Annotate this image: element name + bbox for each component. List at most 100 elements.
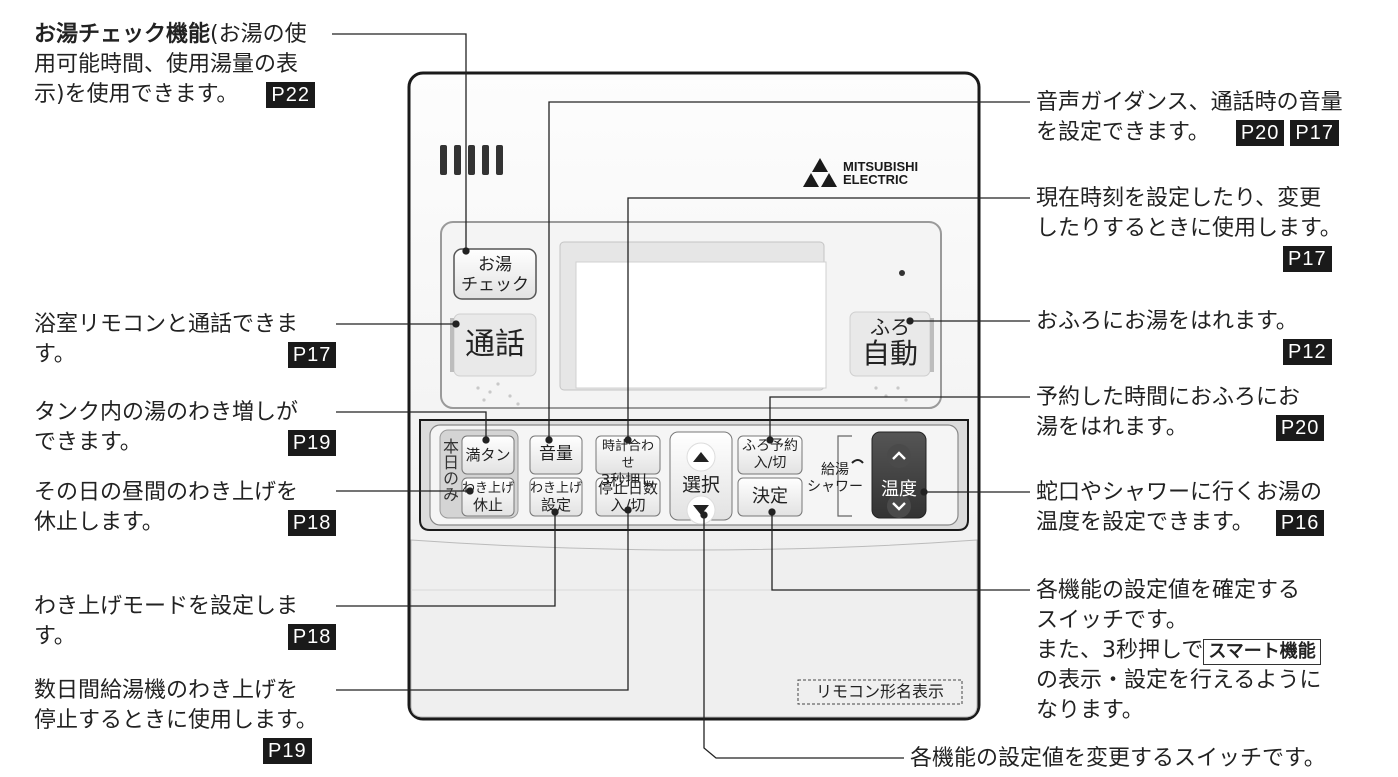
yoyaku-label[interactable]: ふろ予約 入/切	[738, 438, 802, 472]
smart-function-label: スマート機能	[1203, 639, 1321, 665]
wakiage-kyushi-label[interactable]: わき上げ 休止	[462, 480, 514, 514]
down-arrow-icon[interactable]	[693, 505, 709, 515]
teishi-label[interactable]: 停止日数 入/切	[596, 480, 660, 514]
annotation-kyushi-l2: 休止します。	[34, 510, 164, 535]
annotation-wakiage-mode-l2: す。	[34, 624, 76, 649]
brand-line2: ELECTRIC	[843, 172, 908, 187]
speaker-grille	[440, 145, 503, 175]
annotation-sentaku: 各機能の設定値を変更するスイッチです。	[910, 744, 1326, 774]
furo-jido-label[interactable]: ふろ 自動	[850, 316, 930, 370]
model-label-box	[797, 679, 963, 705]
page-ref-badge[interactable]: P17	[1290, 120, 1339, 146]
kettei-button-shape[interactable]	[737, 477, 803, 517]
temp-up-icon[interactable]	[892, 451, 906, 460]
onryo-button-shape[interactable]	[529, 435, 583, 475]
page-ref-badge[interactable]: P20	[1235, 120, 1285, 146]
tokei-label[interactable]: 時計合わせ 3秒押し	[596, 438, 660, 489]
annotation-oyu-check-l1: (お湯の使	[210, 22, 307, 47]
page-ref-badge[interactable]: P19	[263, 738, 312, 764]
annotation-kyushi-l1: その日の昼間のわき上げを	[34, 480, 299, 505]
wakiage-settei-line1: わき上げ	[530, 481, 583, 496]
kettei-label[interactable]: 決定	[752, 486, 788, 507]
annotation-furo-l1: おふろにお湯をはれます。	[1036, 309, 1298, 334]
mantan-button-shape[interactable]	[461, 435, 515, 475]
wakiage-settei-line2: 設定	[540, 496, 571, 514]
onryo-label[interactable]: 音量	[539, 444, 573, 464]
annotation-tsuwa: 浴室リモコンと通話できま す。 P17	[34, 310, 337, 370]
page-ref-badge[interactable]: P17	[1283, 246, 1332, 272]
tokei-line1: 時計合わせ	[601, 439, 654, 471]
teishi-line1: 停止日数	[597, 479, 658, 497]
honjitsu-nomi-label: 本日のみ	[440, 438, 459, 502]
page-ref-badge[interactable]: P19	[287, 430, 337, 456]
oyu-check-label-line2: チェック	[461, 275, 529, 295]
annotation-tsuwa-l1: 浴室リモコンと通話できま	[34, 312, 299, 337]
kyuto-bracket	[837, 435, 852, 517]
annotation-wakiage-mode-l1: わき上げモードを設定しま	[34, 594, 299, 619]
annotation-kettei-l2: スイッチです。	[1036, 608, 1188, 633]
brand-text: MITSUBISHI ELECTRIC	[843, 160, 918, 186]
wakiage-kyushi-line1: わき上げ	[462, 481, 515, 496]
wakiage-settei-button-shape[interactable]	[529, 477, 583, 517]
kyuto-line1: 給湯	[821, 462, 849, 478]
page-ref-badge[interactable]: P18	[287, 624, 337, 650]
mitsubishi-logo-icon	[803, 158, 837, 187]
annotation-kettei: 各機能の設定値を確定する スイッチです。 また、3秒押しでスマート機能 の表示・…	[1036, 576, 1321, 726]
ondo-label[interactable]: 温度	[881, 479, 917, 500]
annotation-mantan: タンク内の湯のわき増しが できます。P19	[34, 398, 337, 458]
tokei-line2: 3秒押し	[600, 471, 656, 489]
annotation-tsuwa-l2: す。	[34, 342, 76, 367]
annotation-kettei-l5: なります。	[1036, 698, 1144, 723]
kyuto-line2: シャワー	[807, 479, 863, 495]
annotation-oyu-check-bold: お湯チェック機能	[34, 22, 211, 47]
page-ref-badge[interactable]: P17	[287, 342, 337, 368]
page-ref-badge[interactable]: P12	[1283, 339, 1332, 365]
furo-label-line2: 自動	[861, 337, 918, 370]
up-arrow-icon[interactable]	[693, 452, 709, 462]
annotation-ondo-l2: 温度を設定できます。	[1036, 510, 1254, 535]
annotation-onryo-l1: 音声ガイダンス、通話時の音量	[1036, 90, 1343, 115]
annotation-teishi-l1: 数日間給湯機のわき上げを	[34, 678, 299, 703]
annotation-teishi: 数日間給湯機のわき上げを 停止するときに使用します。 P19	[34, 676, 318, 766]
annotation-oyu-check-l2: 用可能時間、使用湯量の表	[34, 52, 299, 77]
annotation-oyu-check-l3: 示)を使用できます。	[34, 82, 239, 107]
annotation-mantan-l2: できます。	[34, 430, 142, 455]
teishi-line2: 入/切	[610, 496, 646, 514]
oyu-check-label[interactable]: お湯 チェック	[454, 255, 536, 295]
brand-line1: MITSUBISHI	[843, 159, 919, 174]
page-ref-badge[interactable]: P22	[266, 82, 315, 108]
annotation-tokei: 現在時刻を設定したり、変更 したりするときに使用します。 P17	[1036, 184, 1342, 274]
annotation-kettei-l1: 各機能の設定値を確定する	[1036, 578, 1301, 603]
annotation-ondo: 蛇口やシャワーに行くお湯の 温度を設定できます。 P16	[1036, 478, 1325, 538]
annotation-furo: おふろにお湯をはれます。 P12	[1036, 307, 1332, 367]
annotation-oyu-check: お湯チェック機能(お湯の使 用可能時間、使用湯量の表 示)を使用できます。 P22	[34, 20, 315, 110]
yoyaku-line2: 入/切	[753, 455, 787, 471]
oyu-check-label-line1: お湯	[478, 255, 512, 275]
annotation-onryo-l2: を設定できます。	[1036, 120, 1210, 145]
annotation-yoyaku-l1: 予約した時間におふろにお	[1036, 385, 1301, 410]
wakiage-kyushi-button-shape[interactable]	[461, 477, 515, 517]
page-ref-badge[interactable]: P20	[1275, 415, 1325, 441]
lower-cover	[410, 539, 978, 718]
annotation-kyushi: その日の昼間のわき上げを 休止します。 P18	[34, 478, 337, 538]
leader-lines	[332, 33, 1030, 759]
annotation-sentaku-l1: 各機能の設定値を変更するスイッチです。	[910, 746, 1326, 771]
sentaku-label[interactable]: 選択	[681, 474, 720, 496]
annotation-teishi-l2: 停止するときに使用します。	[34, 708, 318, 733]
annotation-ondo-l1: 蛇口やシャワーに行くお湯の	[1036, 480, 1323, 505]
page-ref-badge[interactable]: P16	[1275, 510, 1325, 536]
wakiage-settei-label[interactable]: わき上げ 設定	[530, 480, 582, 514]
annotation-tokei-l1: 現在時刻を設定したり、変更	[1036, 186, 1322, 211]
mantan-label[interactable]: 満タン	[465, 446, 511, 464]
page-ref-badge[interactable]: P18	[287, 510, 337, 536]
kyuto-label: 給湯 シャワー	[806, 462, 864, 496]
temp-down-icon[interactable]	[892, 502, 906, 511]
annotation-wakiage-mode: わき上げモードを設定しま す。 P18	[34, 592, 337, 652]
tsuwa-label[interactable]: 通話	[465, 327, 525, 362]
indicator-lamp	[899, 270, 905, 276]
yoyaku-line1: ふろ予約	[742, 438, 798, 454]
oyu-check-button-shape[interactable]	[453, 248, 537, 300]
annotation-kettei-l3: また、3秒押しで	[1036, 638, 1204, 663]
